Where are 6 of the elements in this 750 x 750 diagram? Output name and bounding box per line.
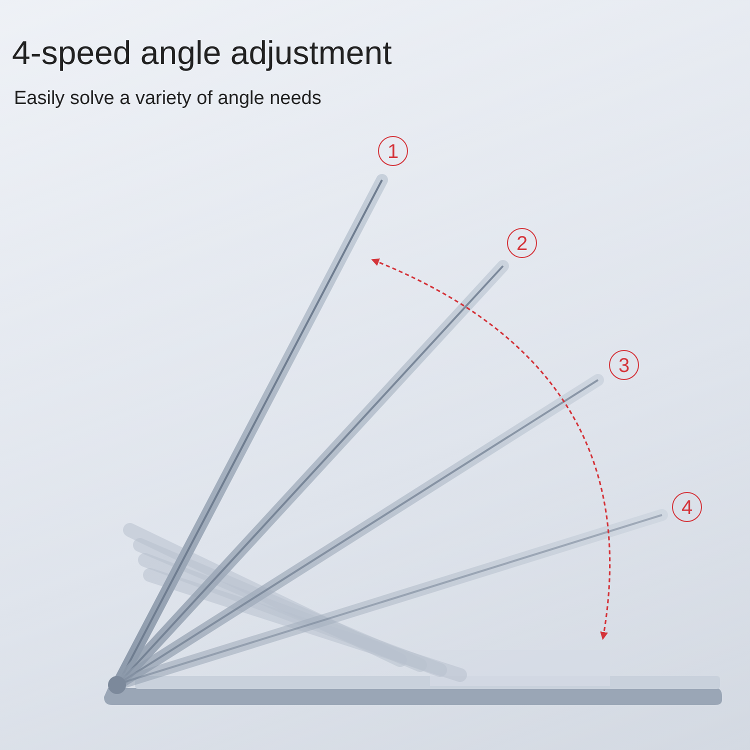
subtitle: Easily solve a variety of angle needs [14, 88, 322, 110]
callout-number: 3 [609, 350, 639, 380]
callout-number: 4 [672, 492, 702, 522]
title: 4-speed angle adjustment [12, 34, 392, 72]
callout-number: 2 [507, 228, 537, 258]
callout-number: 1 [378, 136, 408, 166]
